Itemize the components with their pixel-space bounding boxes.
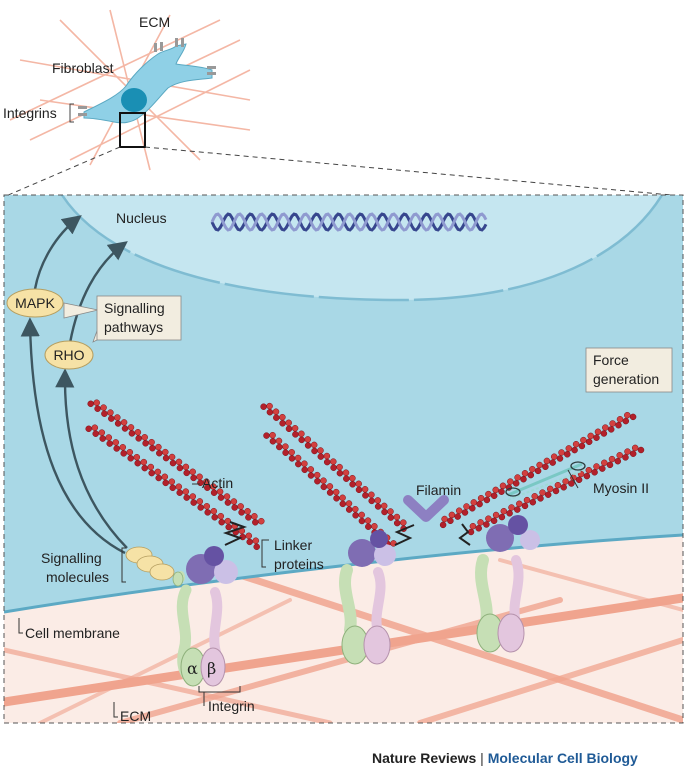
ecm-label: ECM xyxy=(120,708,151,724)
signalling-molecules-label-1: Signalling xyxy=(41,550,102,566)
filamin xyxy=(403,495,449,522)
linker-cluster-1 xyxy=(186,521,248,584)
actin-filament-1 xyxy=(87,399,265,526)
arrow-mapk-to-nucleus xyxy=(33,215,82,290)
fibroblast-nucleus xyxy=(121,88,147,112)
arrow-molecules-to-mapk xyxy=(20,317,126,555)
dna-helix xyxy=(210,212,488,232)
cell-membrane xyxy=(4,533,683,614)
rho-node xyxy=(44,340,94,370)
inset-zoom-box xyxy=(119,112,146,148)
signalling-molecules-label-2: molecules xyxy=(46,569,109,585)
leader-lines xyxy=(18,469,579,718)
cell-membrane-label: Cell membrane xyxy=(25,625,120,641)
alpha-label: α xyxy=(187,659,198,678)
fibroblast-cell xyxy=(83,43,213,124)
integrins-bracket xyxy=(69,103,74,123)
integrin-label: Integrin xyxy=(208,698,255,714)
arrow-molecules-to-rho xyxy=(55,368,128,549)
actin-filaments xyxy=(85,399,645,551)
integrin-2 xyxy=(339,564,391,665)
actin-filament-6 xyxy=(467,444,645,536)
figure-credit: Nature Reviews | Molecular Cell Biology xyxy=(372,750,638,766)
linker-cluster-2 xyxy=(348,524,415,567)
fibroblast-inset: ECM Fibroblast Integrins xyxy=(3,9,251,171)
signalling-arrows xyxy=(20,215,128,555)
rho-label: RHO xyxy=(53,347,84,363)
actin-label: Actin xyxy=(202,475,233,491)
actin-filament-3 xyxy=(260,402,407,532)
linker-proteins-label-2: proteins xyxy=(274,556,324,572)
publisher-name: Nature Reviews xyxy=(372,750,477,766)
mapk-label: MAPK xyxy=(15,295,55,311)
signalling-pathways-label-1: Signalling xyxy=(104,300,165,316)
integrin-3 xyxy=(475,554,525,653)
beta-label: β xyxy=(207,659,216,678)
mapk-node xyxy=(6,288,64,318)
inset-fibroblast-label: Fibroblast xyxy=(52,60,114,76)
actin-filament-4 xyxy=(263,431,397,548)
arrow-rho-to-nucleus xyxy=(68,241,128,344)
inset-ecm-label: ECM xyxy=(139,14,170,30)
signalling-molecules xyxy=(125,546,184,587)
linker-proteins-label-1: Linker xyxy=(274,537,312,553)
actin-filament-2 xyxy=(85,424,260,551)
force-generation-label-1: Force xyxy=(593,352,629,368)
actin-filament-5 xyxy=(439,411,637,529)
myosin-ii xyxy=(505,461,586,501)
nucleus-label: Nucleus xyxy=(116,210,167,226)
force-generation-box xyxy=(585,347,673,393)
myosin-label: Myosin II xyxy=(593,480,649,496)
force-generation-label-2: generation xyxy=(593,371,659,387)
filamin-label: Filamin xyxy=(416,482,461,498)
credit-separator: | xyxy=(480,750,484,766)
signalling-pathways-box xyxy=(96,295,182,341)
signalling-pathways-label-2: pathways xyxy=(104,319,163,335)
journal-name: Molecular Cell Biology xyxy=(487,750,638,766)
linker-cluster-3 xyxy=(458,515,540,552)
inset-integrins-label: Integrins xyxy=(3,105,57,121)
